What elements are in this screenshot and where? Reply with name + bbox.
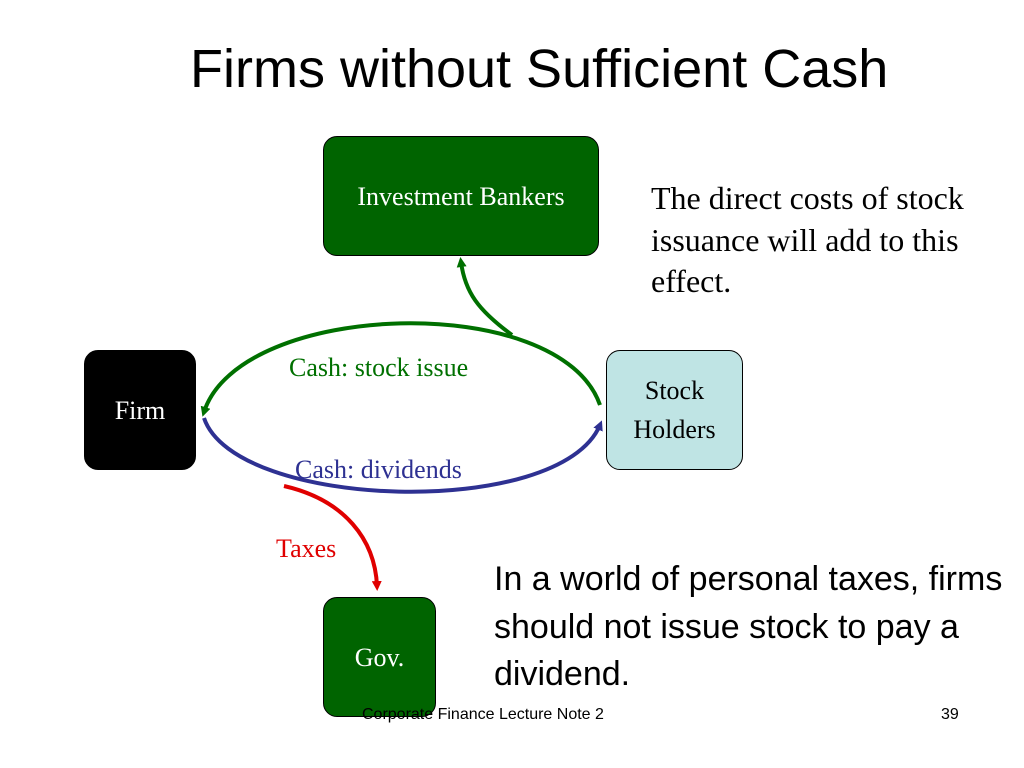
firm-node: Firm	[84, 350, 196, 470]
dividends-label: Cash: dividends	[295, 455, 462, 484]
footer-course: Corporate Finance Lecture Note 2	[362, 706, 604, 723]
stock-issue-arrow	[200, 321, 602, 417]
taxes-label: Taxes	[276, 534, 337, 563]
direct-costs-note: The direct costs of stock issuance will …	[651, 180, 964, 300]
personal-taxes-note: In a world of personal taxes, firms shou…	[494, 560, 1003, 694]
stock-issue-label: Cash: stock issue	[289, 353, 469, 382]
footer-page-number: 39	[941, 706, 959, 723]
investment-bankers-node: Investment Bankers	[323, 136, 599, 256]
bankers-cost-arrow	[456, 257, 514, 337]
stock-holders-node: Stock Holders	[606, 350, 743, 470]
gov-node: Gov.	[323, 597, 436, 717]
slide-title: Firms without Sufficient Cash	[190, 39, 889, 99]
dividends-arrow	[202, 417, 603, 494]
taxes-arrow	[283, 484, 382, 591]
